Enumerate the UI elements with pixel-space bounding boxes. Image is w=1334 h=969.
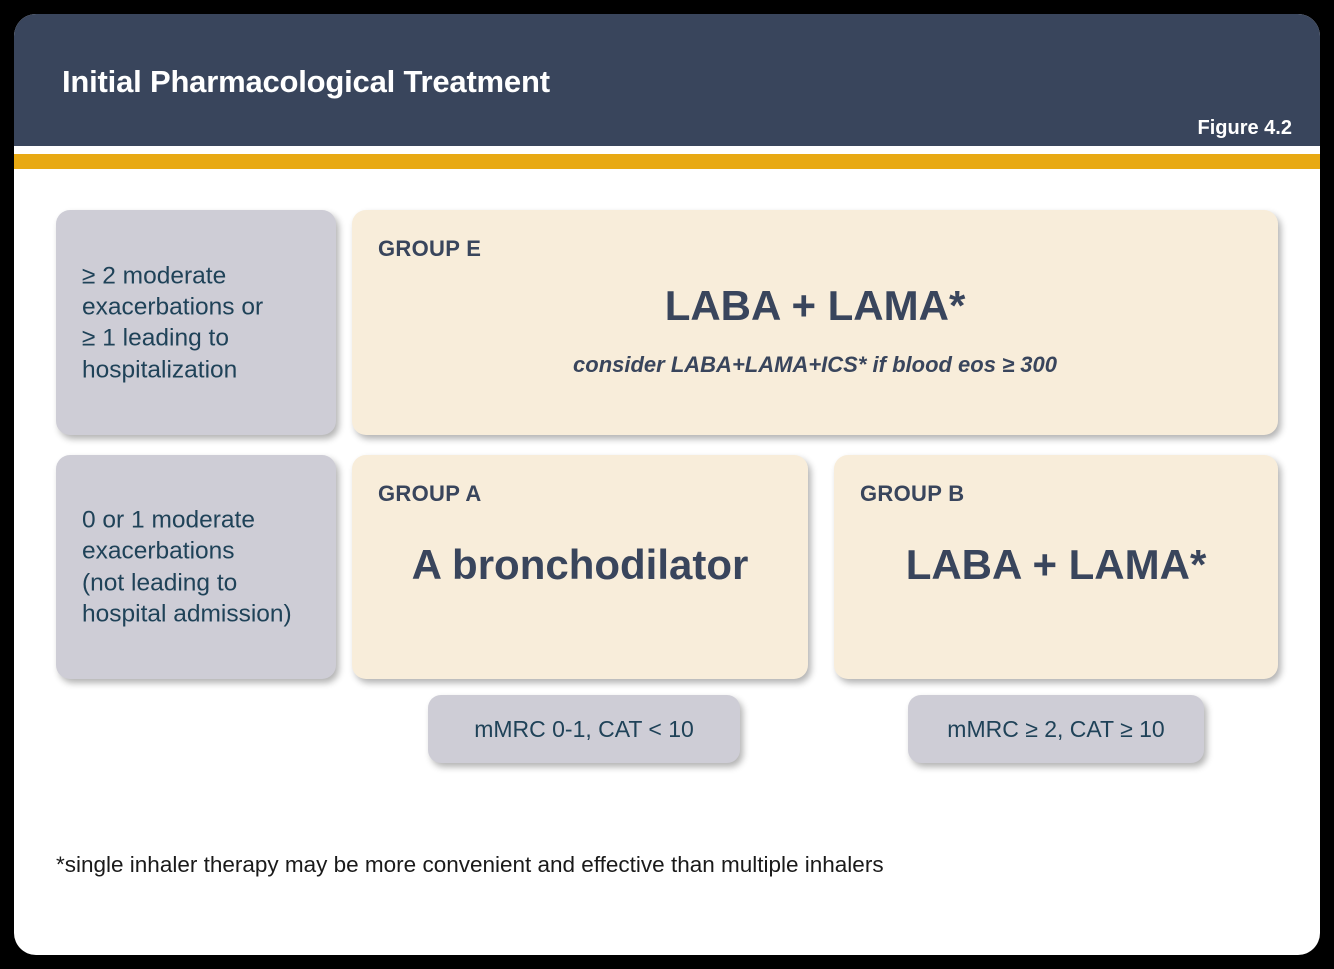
criteria-box-low-risk: 0 or 1 moderate exacerbations (not leadi…: [56, 455, 336, 679]
criteria-line: ≥ 2 moderate: [82, 261, 227, 289]
group-e-label: GROUP E: [378, 236, 482, 261]
criteria-text-high-risk: ≥ 2 moderate exacerbations or ≥ 1 leadin…: [82, 260, 324, 385]
page-title: Initial Pharmacological Treatment: [62, 64, 550, 99]
group-e-treatment: LABA + LAMA*: [664, 282, 966, 329]
criteria-text-low-risk: 0 or 1 moderate exacerbations (not leadi…: [82, 504, 324, 629]
group-e-treatment-note: consider LABA+LAMA+ICS* if blood eos ≥ 3…: [573, 352, 1057, 377]
criteria-line: exacerbations or: [82, 293, 264, 321]
figure-header: Initial Pharmacological Treatment Figure…: [14, 14, 1320, 146]
criteria-line: hospital admission): [82, 600, 292, 628]
symptom-box-high: mMRC ≥ 2, CAT ≥ 10: [908, 695, 1204, 763]
criteria-box-high-risk: ≥ 2 moderate exacerbations or ≥ 1 leadin…: [56, 210, 336, 435]
group-a-label: GROUP A: [378, 481, 482, 506]
symptom-box-low: mMRC 0-1, CAT < 10: [428, 695, 740, 763]
criteria-line: ≥ 1 leading to: [82, 324, 229, 352]
accent-divider: [14, 154, 1320, 169]
criteria-line: exacerbations: [82, 537, 235, 565]
footnote-text: *single inhaler therapy may be more conv…: [56, 852, 884, 877]
group-b-treatment: LABA + LAMA*: [905, 541, 1207, 588]
group-a-box: GROUP A A bronchodilator: [352, 455, 808, 679]
criteria-line: hospitalization: [82, 355, 238, 383]
group-b-label: GROUP B: [860, 481, 965, 506]
group-b-box: GROUP B LABA + LAMA*: [834, 455, 1278, 679]
group-e-box: GROUP E LABA + LAMA* consider LABA+LAMA+…: [352, 210, 1278, 435]
criteria-line: 0 or 1 moderate: [82, 506, 255, 534]
figure-number-label: Figure 4.2: [1197, 117, 1292, 139]
figure-card: Initial Pharmacological Treatment Figure…: [14, 14, 1320, 955]
group-a-treatment: A bronchodilator: [411, 541, 749, 588]
criteria-line: (not leading to: [82, 569, 238, 596]
